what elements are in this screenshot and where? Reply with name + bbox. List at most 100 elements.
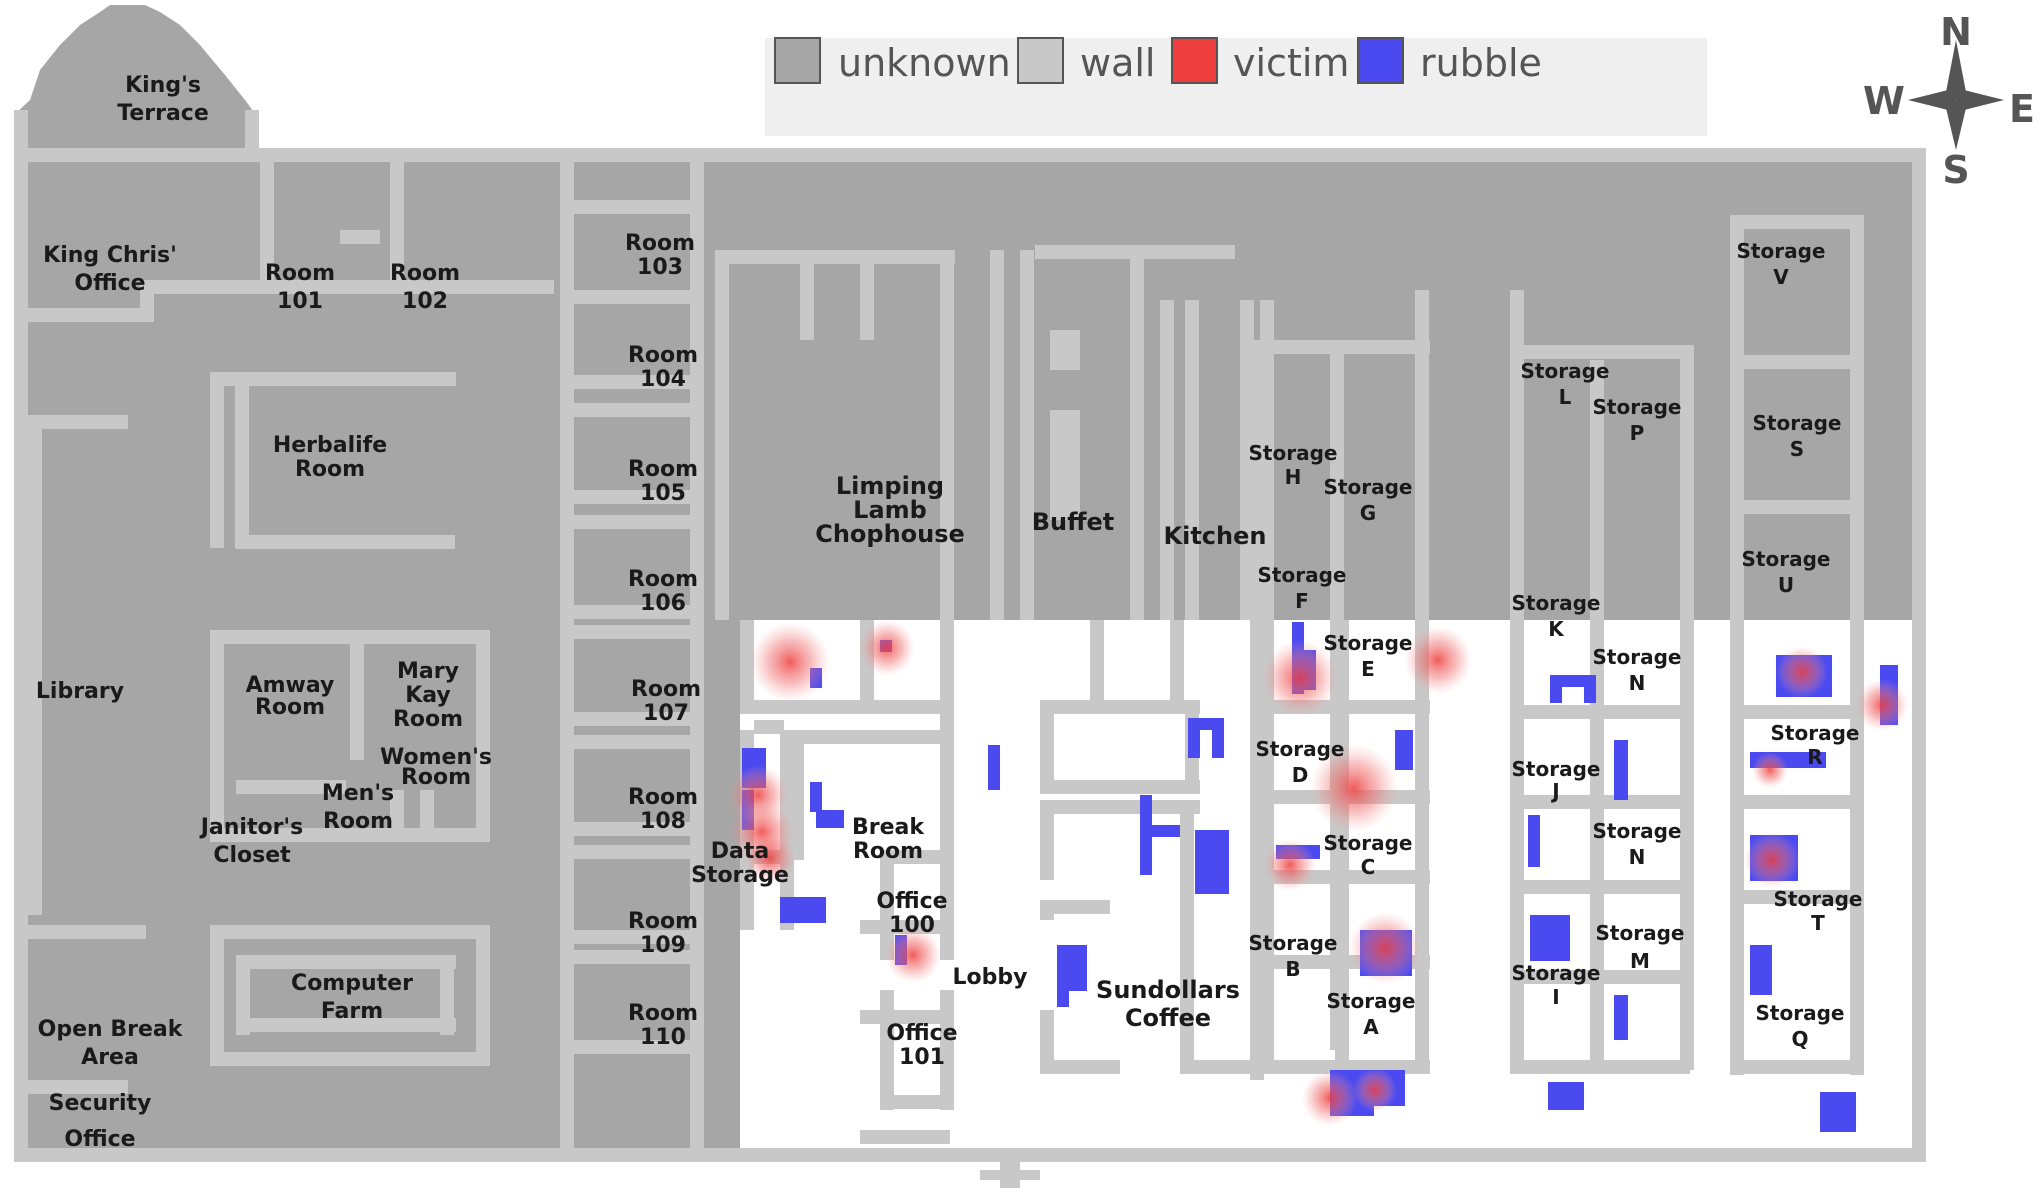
room-label-line: Limping (836, 472, 944, 500)
room-label-line: Room (255, 695, 325, 720)
legend-label-victim: victim (1233, 41, 1349, 85)
legend-label-wall: wall (1080, 41, 1155, 85)
room-label-line: Storage (1249, 441, 1338, 465)
room-label-line: King's (125, 73, 201, 98)
room-label-line: Storage (1249, 931, 1338, 955)
room-label-line: 100 (889, 913, 935, 938)
room-label-kitchen: Kitchen (1164, 522, 1267, 550)
room-label-line: Room (295, 457, 365, 482)
room-label-line: Closet (213, 843, 291, 868)
room-label-line: Room (628, 909, 698, 934)
room-label-line: Amway (246, 673, 335, 698)
room-label-line: A (1363, 1015, 1379, 1039)
legend-swatch-victim (1171, 37, 1218, 84)
room-label-line: Office (886, 1021, 957, 1046)
room-label-line: P (1630, 421, 1645, 445)
room-label-line: 110 (640, 1025, 686, 1050)
room-label-line: C (1361, 855, 1376, 879)
room-label-line: Computer (291, 971, 413, 996)
room-label-line: Office (876, 889, 947, 914)
legend-swatch-unknown (774, 37, 821, 84)
room-label-line: 102 (402, 289, 448, 314)
room-label-line: Terrace (117, 101, 209, 126)
room-label-line: 107 (643, 701, 689, 726)
room-label-line: Storage (1771, 721, 1860, 745)
room-label-line: 101 (899, 1045, 945, 1070)
room-label-line: K (1548, 617, 1565, 641)
legend-label-rubble: rubble (1420, 41, 1542, 85)
room-label-line: Storage (1512, 961, 1601, 985)
room-label-line: 109 (640, 933, 686, 958)
room-label-line: Men's (322, 781, 394, 806)
room-label-king-chris-office: King Chris'Office (43, 243, 177, 296)
room-label-line: E (1361, 657, 1375, 681)
legend-background (765, 38, 1707, 136)
room-label-line: Kitchen (1164, 522, 1267, 550)
room-label-line: Room (625, 231, 695, 256)
room-label-line: R (1807, 745, 1822, 769)
room-label-line: N (1629, 671, 1646, 695)
room-label-line: Storage (1593, 395, 1682, 419)
room-label-line: S (1790, 437, 1804, 461)
room-label-line: Storage (1593, 819, 1682, 843)
room-label-line: M (1630, 949, 1650, 973)
room-label-line: Mary (397, 659, 459, 684)
room-label-line: Buffet (1032, 508, 1115, 536)
compass-s: S (1942, 148, 1969, 192)
legend-swatch-wall (1017, 37, 1064, 84)
room-label-line: Storage (1324, 631, 1413, 655)
room-label-line: V (1773, 265, 1789, 289)
room-label-line: Storage (1512, 591, 1601, 615)
room-label-line: Storage (1742, 547, 1831, 571)
room-label-line: Storage (1756, 1001, 1845, 1025)
compass-e: E (2009, 87, 2035, 131)
room-label-line: Storage (1753, 411, 1842, 435)
legend-label-unknown: unknown (838, 41, 1011, 85)
room-label-line: D (1292, 763, 1309, 787)
room-label-line: Open Break (38, 1017, 184, 1042)
room-label-line: Sundollars (1096, 976, 1240, 1004)
room-label-line: B (1285, 957, 1300, 981)
room-label-line: G (1360, 501, 1376, 525)
room-label-line: U (1778, 573, 1794, 597)
room-label-line: F (1295, 589, 1309, 613)
room-label-line: Break (852, 815, 925, 840)
room-label-line: Storage (1737, 239, 1826, 263)
room-label-line: Chophouse (815, 520, 965, 548)
victim-markers (728, 620, 1908, 1126)
room-label-line: Storage (1512, 757, 1601, 781)
room-label-line: Storage (1258, 563, 1347, 587)
room-label-line: Storage (1596, 921, 1685, 945)
compass-n: N (1940, 10, 1972, 54)
room-label-line: 104 (640, 367, 686, 392)
